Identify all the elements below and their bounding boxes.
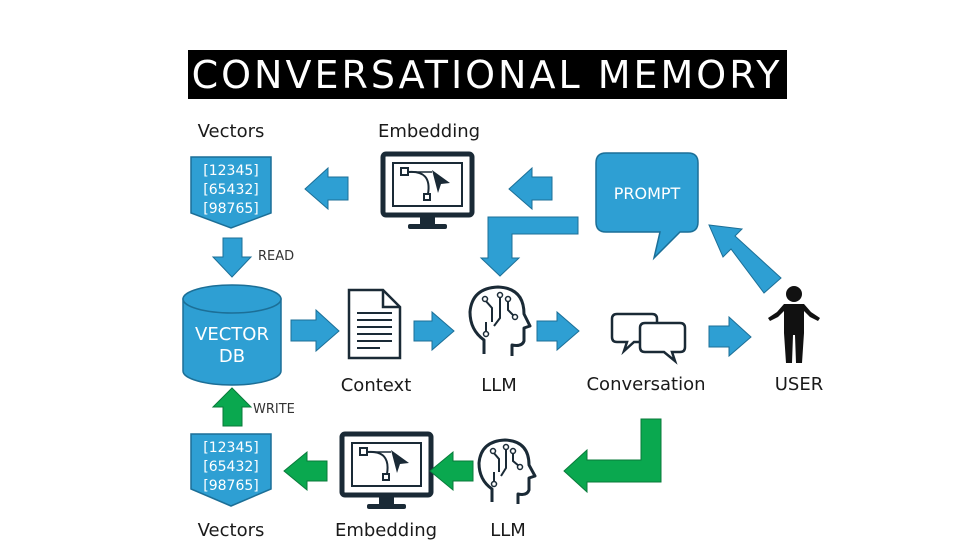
bottom-vector-value: [65432] (203, 459, 258, 475)
db-label-line2: DB (219, 346, 245, 367)
bottom-embedding-label: Embedding (335, 520, 437, 541)
arrow-diagonal-icon (708, 224, 782, 294)
middle-llm-label: LLM (481, 375, 517, 396)
arrow-elbow-left-icon (563, 418, 662, 494)
top-embedding-label: Embedding (378, 121, 480, 142)
db-label-line1: VECTOR (195, 324, 269, 345)
bottom-vectors-badge (190, 433, 272, 507)
ai-head-icon (468, 285, 532, 356)
top-vectors-badge (190, 156, 272, 229)
context-label: Context (341, 375, 412, 396)
user-label: USER (775, 374, 823, 395)
arrow-up-icon (211, 387, 253, 427)
prompt-bubble-icon (595, 152, 699, 261)
title-banner (188, 50, 787, 99)
bottom-vectors-label: Vectors (198, 520, 265, 541)
prompt-label: PROMPT (614, 184, 681, 203)
top-vector-value: [65432] (203, 182, 258, 198)
arrow-right-icon (290, 308, 340, 353)
arrow-right-icon (536, 310, 580, 352)
top-vector-value: [98765] (203, 201, 258, 217)
ai-head-icon (477, 438, 537, 504)
arrow-left-icon (429, 450, 474, 492)
arrow-elbow-down-icon (479, 216, 579, 277)
database-icon (182, 284, 282, 386)
conversation-label: Conversation (586, 374, 705, 395)
chat-bubbles-icon (610, 312, 687, 365)
read-label: READ (258, 249, 294, 264)
arrow-down-icon (211, 237, 253, 278)
user-icon (768, 286, 820, 363)
top-vectors-label: Vectors (198, 121, 265, 142)
page-title: CONVERSATIONAL MEMORY (192, 53, 783, 97)
bottom-vector-value: [12345] (203, 440, 258, 456)
arrow-left-icon (304, 166, 349, 211)
arrow-right-icon (708, 315, 752, 358)
monitor-icon (339, 431, 434, 509)
document-icon (347, 288, 402, 360)
arrow-right-icon (413, 310, 455, 352)
bottom-llm-label: LLM (490, 520, 526, 541)
write-label: WRITE (253, 402, 295, 417)
bottom-vector-value: [98765] (203, 478, 258, 494)
top-vector-value: [12345] (203, 163, 258, 179)
arrow-left-icon (283, 450, 328, 492)
arrow-left-icon (508, 166, 553, 211)
monitor-icon (380, 151, 475, 229)
